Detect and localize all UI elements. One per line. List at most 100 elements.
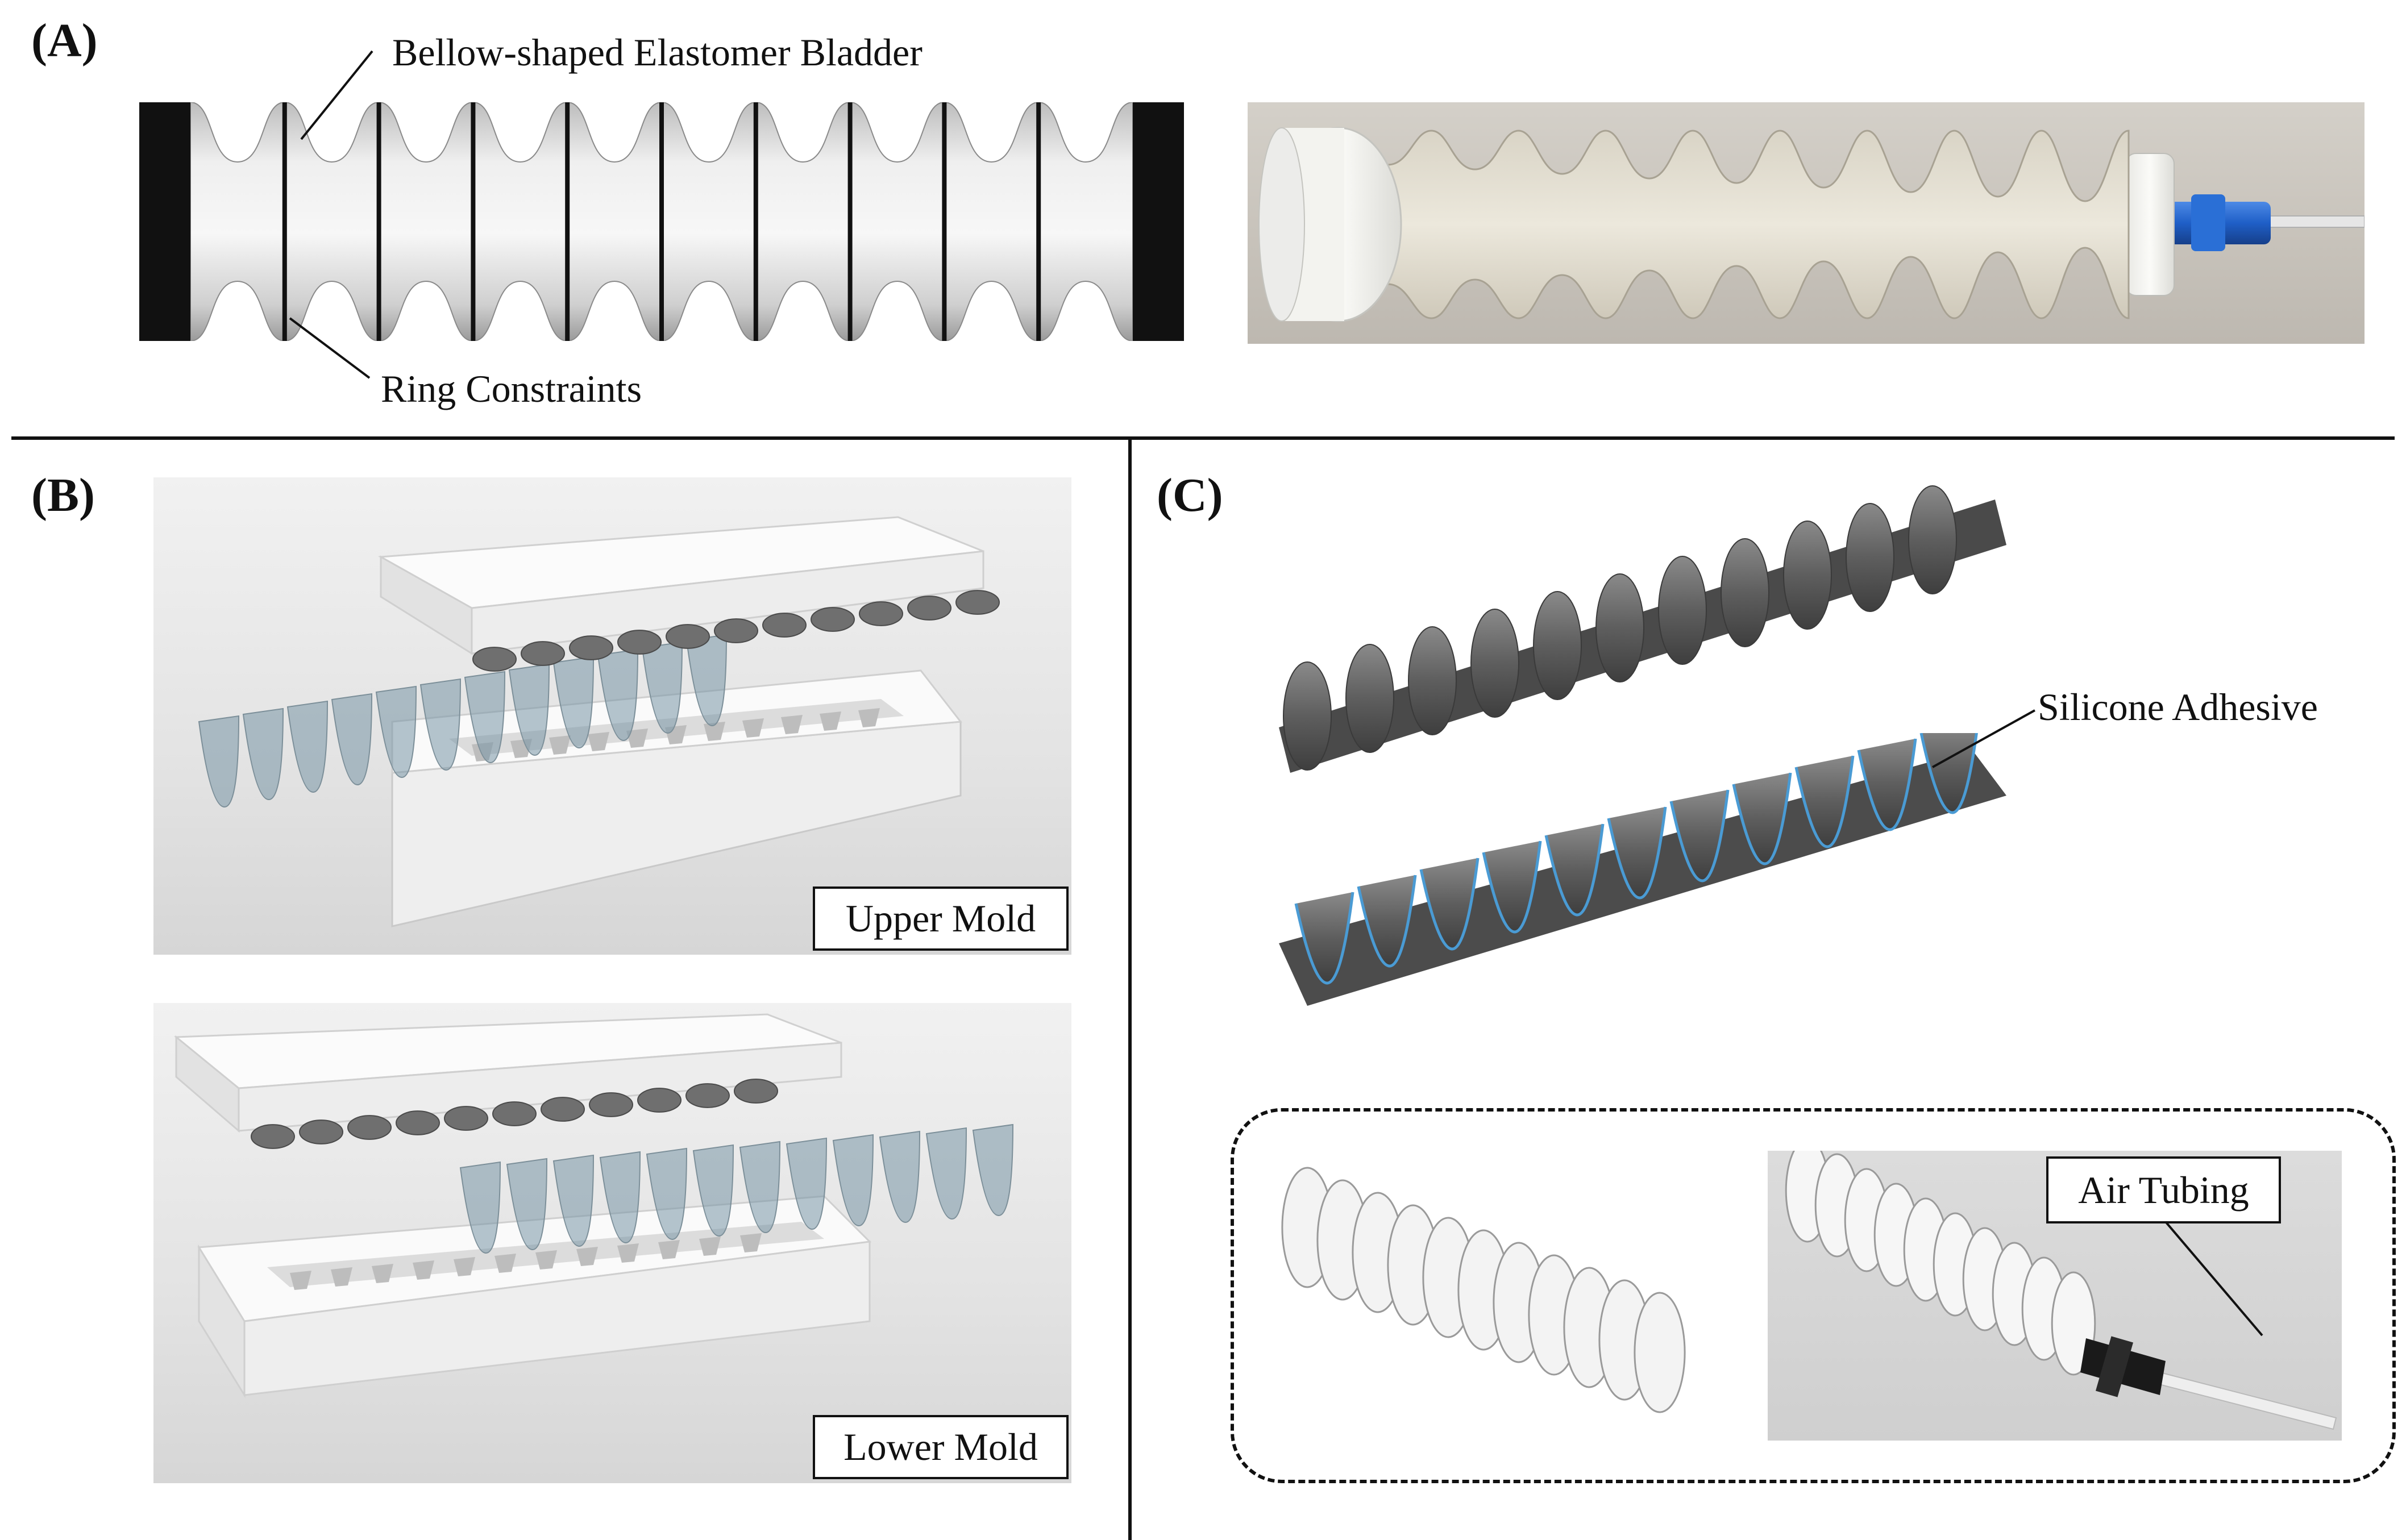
ring-constraints-callout: Ring Constraints [381,367,642,410]
half-shell-segment [286,700,329,793]
upper-mold-label: Upper Mold [813,886,1069,951]
half-shell-segment [419,678,462,771]
mold-bump [589,1092,633,1117]
shell-lobe [1908,485,1957,594]
air-tube-photo [2264,215,2365,228]
ring-constraint [1036,102,1041,341]
adhesive-edge [1294,892,1354,985]
bladder-callout: Bellow-shaped Elastomer Bladder [392,31,922,74]
half-shell-segment [685,634,728,727]
half-shell-segment [506,1158,548,1251]
ring-constraint [847,102,853,341]
mold-bump [444,1106,488,1131]
half-shell-segment [459,1161,501,1254]
adhesive-edge [1857,738,1917,831]
half-shell-segment [692,1144,734,1237]
mold-cavity [781,715,803,734]
mold-bump [251,1124,295,1149]
assembled-inset-frame [1231,1108,2396,1483]
panel-label-a: (A) [31,14,98,67]
mold-bump [666,624,710,649]
adhesive-edge [1732,772,1792,865]
shell-lobe [1283,661,1332,771]
adhesive-edge [1919,733,1978,814]
adhesive-edge [1794,755,1855,848]
left-end-cap [139,102,190,341]
mold-cavity [742,718,764,738]
half-shell-segment [331,693,373,786]
adhesive-edge [1669,789,1730,883]
lower-mold-label: Lower Mold [813,1415,1069,1479]
ring-constraint [753,102,758,341]
mold-bump [569,635,613,660]
half-shell-segment [198,715,240,808]
shell-lobe [1783,521,1832,630]
half-shell-segment [786,1137,828,1230]
ring-constraint [942,102,947,341]
mold-bump [734,1079,778,1104]
half-shell-segment [739,1141,781,1234]
right-end-cap [1133,102,1184,341]
mold-bump [492,1101,537,1126]
mold-bump [396,1110,440,1135]
air-tube [2156,1371,2337,1430]
half-shell-segment [879,1130,921,1223]
mold-cavity [372,1264,393,1283]
mold-bump [762,613,807,638]
mold-bump [955,590,1000,615]
ring-constraint [565,102,570,341]
mold-cavity [588,732,609,751]
mold-bump [472,647,517,672]
mold-cavity [740,1233,762,1252]
panel-label-c: (C) [1157,469,1223,522]
ring-disc [1634,1292,1686,1413]
half-shell-segment [552,656,595,749]
half-shell-segment [641,641,683,734]
adhesive-edge [1419,858,1480,951]
air-tubing-callout-line [2164,1221,2263,1337]
mold-cavity [535,1250,557,1270]
mold-bump [859,601,903,626]
half-shell-segment [597,648,639,742]
air-tubing-label: Air Tubing [2046,1156,2281,1223]
shell-lobe [1658,556,1707,665]
assembled-actuator-render [1273,1159,1739,1455]
mold-cavity [617,1243,639,1263]
shell-lobe [1345,644,1394,753]
mold-bump [907,596,951,621]
mold-cavity [576,1247,598,1266]
mold-cavity [699,1237,721,1256]
half-shell-segment [508,663,550,756]
half-shell-segment [646,1147,688,1241]
mold-bump [521,641,565,666]
shell-lobe [1470,609,1519,718]
half-shell-segment [552,1154,595,1247]
adhesive-callout-line [1932,709,2035,768]
mold-cavity [290,1271,311,1290]
ring-constraint [659,102,664,341]
half-shell-segment [972,1123,1014,1217]
shell-lobe [1533,591,1582,700]
panel-a-callout-lines [289,50,373,379]
mold-bump [714,618,758,643]
half-shell-top-render [1273,477,2029,796]
silicone-adhesive-callout: Silicone Adhesive [2038,685,2318,729]
mold-cavity [704,722,725,741]
right-cap-photo [2125,153,2175,296]
upper-mold-render [153,477,1071,955]
ring-constraint [471,102,476,341]
lower-mold-render [153,1003,1071,1483]
ring-constraint [376,102,381,341]
adhesive-edge [1482,840,1542,934]
mold-cavity [626,729,648,748]
shell-lobe [1721,538,1769,647]
adhesive-edge [1544,823,1605,917]
mold-bump [685,1083,730,1108]
shell-lobe [1408,626,1457,735]
half-shell-segment [375,685,417,779]
mold-cavity [820,711,841,731]
mold-bump [299,1119,343,1144]
half-shell-bottom-render [1273,733,2029,1051]
shell-lobe [1595,573,1644,682]
mold-cavity [331,1267,352,1287]
